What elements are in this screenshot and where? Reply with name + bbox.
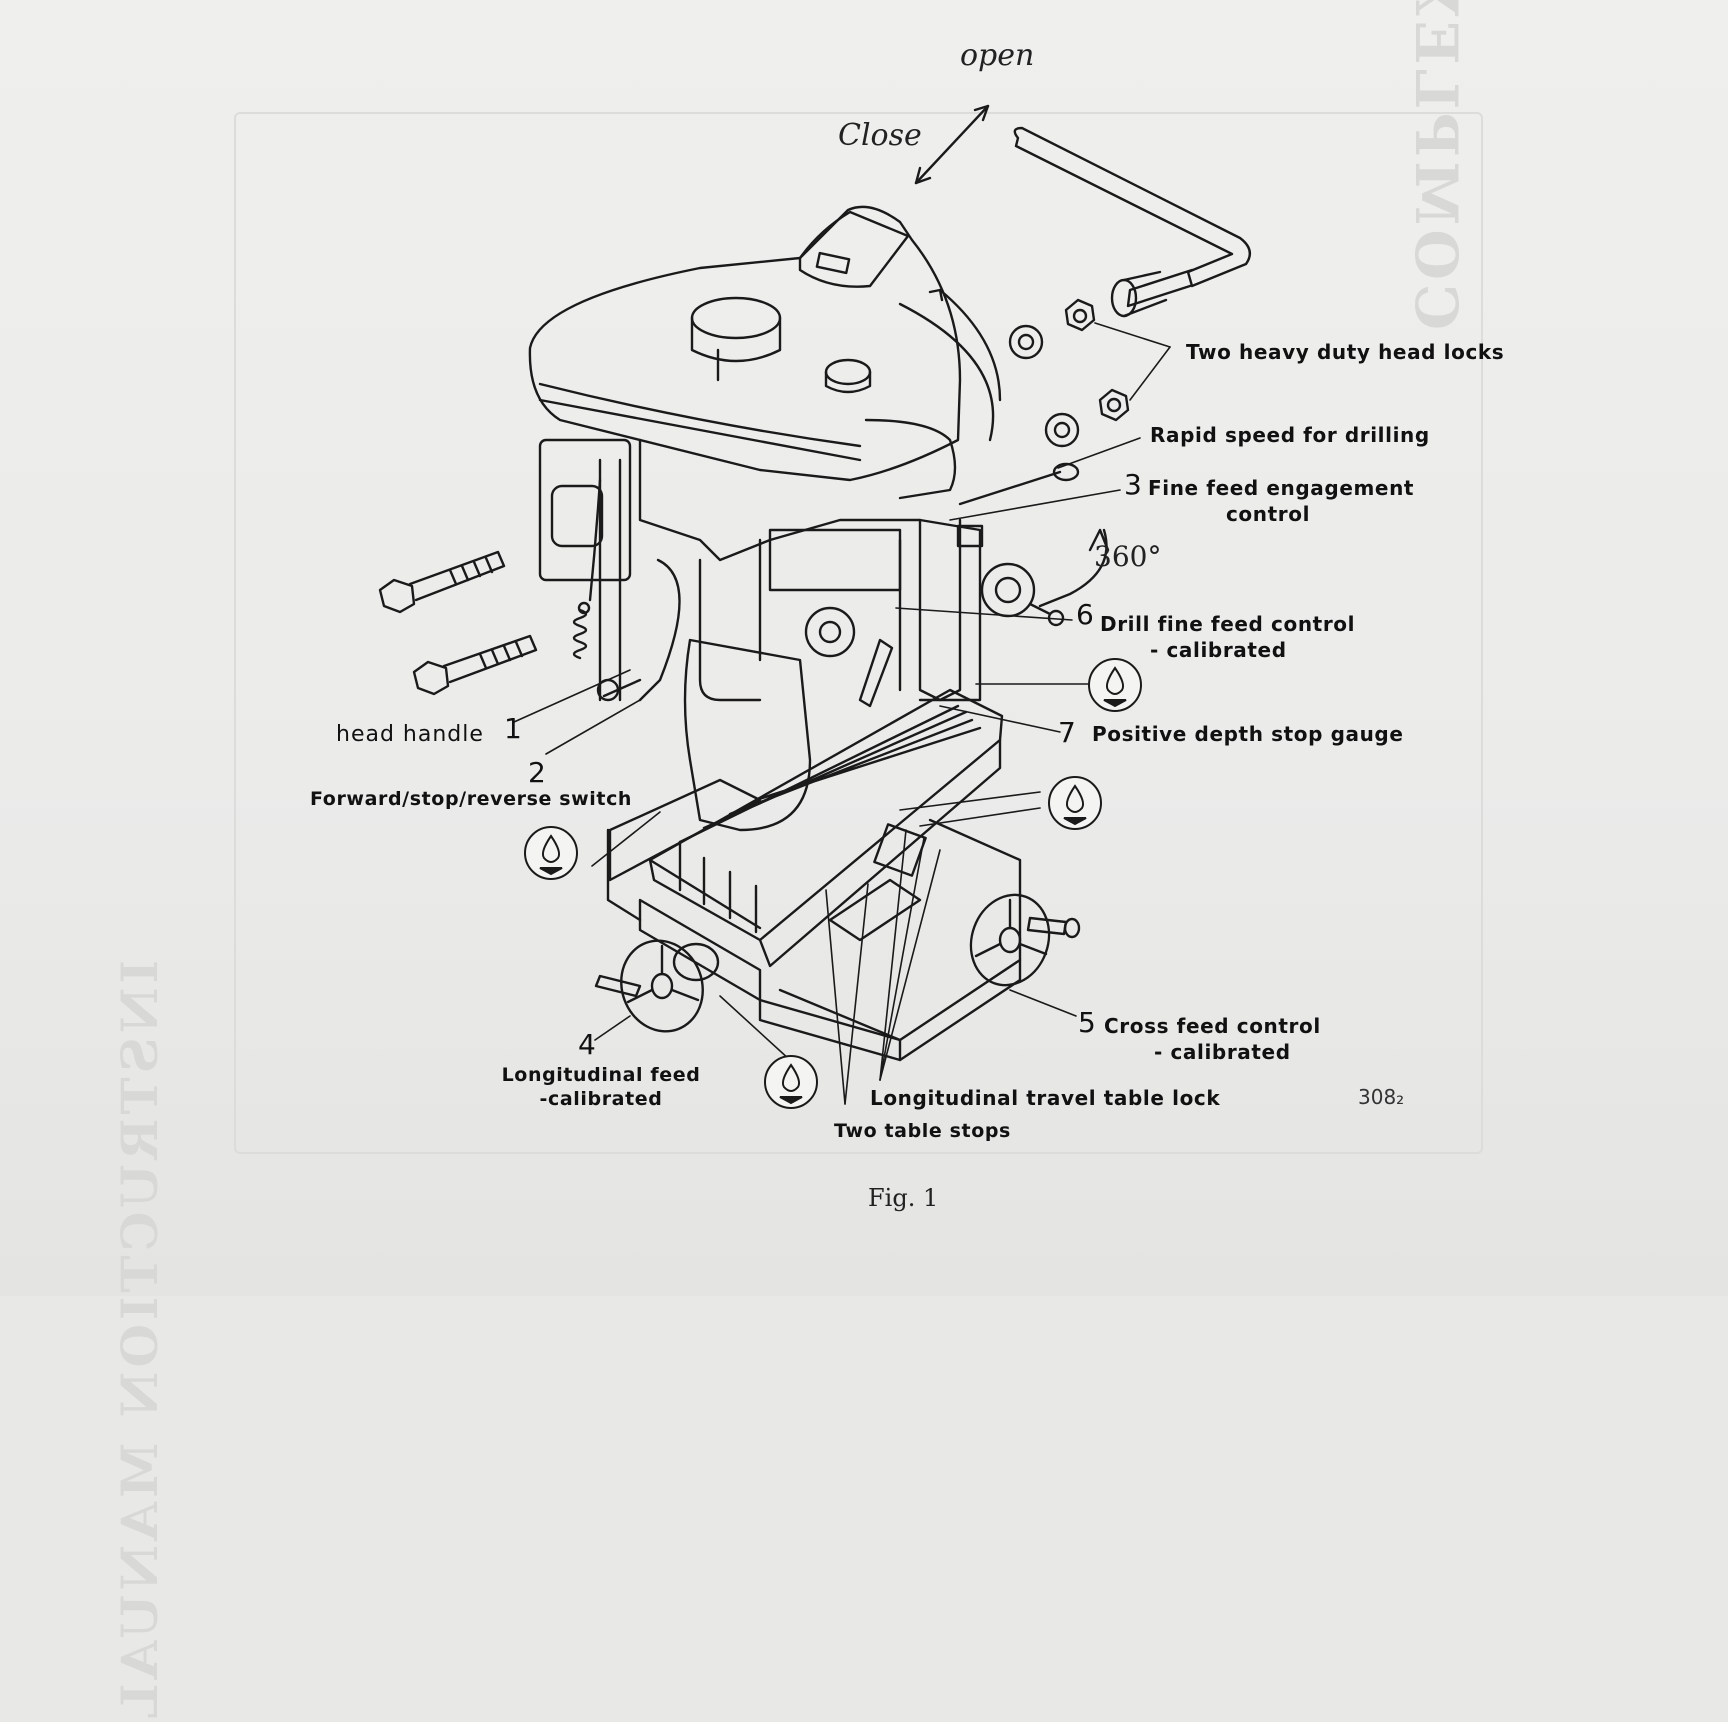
return-spring [572,478,602,660]
label-fine-feed-engagement-line2: control [1225,502,1311,526]
label-longitudinal-feed-line2: -calibrated [539,1088,663,1110]
label-fine-feed-engagement: Fine feed engagement control [1148,476,1415,526]
callout-number-2: 2 [528,756,546,789]
label-table-stops: Two table stops [834,1120,1011,1142]
label-cross-feed: Cross feed control - calibrated [1104,1014,1321,1064]
rotation-annotation: 360° [1094,540,1162,573]
label-drill-fine-feed-line1: Drill fine feed control [1100,612,1356,636]
page-frame [234,112,1483,1154]
label-rapid-speed: Rapid speed for drilling [1150,423,1430,447]
label-switch: Forward/stop/reverse switch [310,788,633,810]
open-close-arrow [914,104,990,185]
rotation-arrowhead [1088,528,1110,552]
callout-number-6: 6 [1076,598,1094,631]
handwheels [594,893,1081,1033]
label-table-lock: Longitudinal travel table lock [870,1086,1221,1110]
oil-drop-glyphs [539,666,1127,1105]
callout-number-5: 5 [1078,1006,1096,1039]
label-drill-fine-feed: Drill fine feed control - calibrated [1100,612,1355,662]
callout-number-4: 4 [578,1028,596,1061]
label-head-handle: head handle [336,722,484,747]
head-tilt-arc [938,288,1002,402]
callout-number-3: 3 [1124,468,1142,501]
paper-background [0,0,1728,1296]
lock-lever [1013,126,1252,318]
label-fine-feed-engagement-line1: Fine feed engagement [1148,476,1415,500]
milling-machine-drawing [378,104,1252,1105]
label-cross-feed-line2: - calibrated [1154,1040,1291,1064]
label-cross-feed-line1: Cross feed control [1104,1014,1321,1038]
close-annotation: Close [838,118,922,153]
open-annotation: open [960,38,1035,73]
mounting-bolts [378,550,538,696]
head-lock-nuts [1008,298,1130,448]
label-depth-stop: Positive depth stop gauge [1092,722,1404,746]
rotation-arc [1038,528,1108,608]
machine-body [538,438,1080,832]
label-longitudinal-feed-line1: Longitudinal feed [501,1064,701,1086]
label-head-locks: Two heavy duty head locks [1186,340,1505,364]
label-drill-fine-feed-line2: - calibrated [1150,638,1287,662]
callout-number-1: 1 [504,712,522,745]
callout-number-7: 7 [1058,716,1076,749]
figure-caption: Fig. 1 [868,1184,939,1212]
label-longitudinal-feed: Longitudinal feed -calibrated [496,1064,706,1110]
leader-lines [513,322,1171,1105]
figure-code: 308₂ [1358,1085,1405,1109]
